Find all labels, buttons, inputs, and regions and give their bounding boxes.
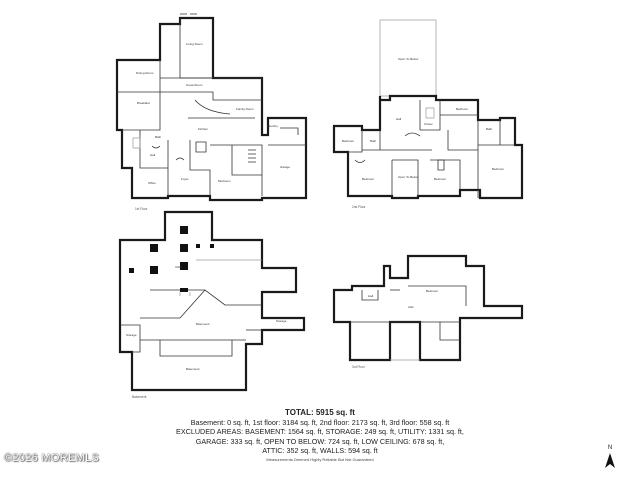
floor-label: 2nd Floor — [352, 205, 366, 209]
excluded-areas-line: ATTIC: 352 sq. ft, WALLS: 594 sq. ft — [262, 446, 378, 456]
room-label: Family Room — [236, 107, 254, 111]
floor-label: 1st Floor — [135, 207, 148, 211]
room-label: Hall — [368, 294, 374, 298]
total-area: TOTAL: 5915 sq. ft — [285, 408, 355, 417]
room-label: Closet — [424, 122, 433, 126]
basement-plan: Utility Basement Storage Storage Basemen… — [118, 210, 306, 399]
structural-column — [180, 262, 188, 270]
structural-column — [150, 244, 158, 252]
room-label: Attic — [408, 305, 414, 309]
structural-column — [150, 266, 158, 274]
room-label: Bedroom — [362, 177, 375, 181]
floor-label: 3rd Floor — [352, 365, 366, 369]
room-label: Bedroom — [492, 167, 505, 171]
second-floor-plan: Open To Below Bedroom Hall Bath Closet B… — [332, 19, 524, 209]
structural-column — [196, 244, 200, 248]
room-label: Bedroom — [426, 289, 439, 293]
room-label: Storage — [276, 319, 287, 323]
north-arrow-icon: N — [605, 445, 615, 468]
room-label: Office — [148, 181, 156, 185]
structural-column — [180, 244, 188, 252]
structural-column — [180, 226, 188, 234]
third-floor-plan: Bedroom Hall Attic 3rd Floor — [332, 254, 524, 369]
disclaimer: Measurements Deemed Highly Reliable But … — [266, 456, 374, 462]
room-label: Kitchen — [198, 127, 208, 131]
area-breakdown-line: Basement: 0 sq. ft, 1st floor: 3184 sq. … — [190, 417, 450, 427]
room-label: Utility — [175, 265, 183, 269]
room-label: Bedroom — [456, 107, 469, 111]
room-label: Garage — [280, 165, 290, 169]
room-label: Open To Below — [398, 175, 419, 179]
structural-column — [129, 268, 134, 273]
room-label: Mudroom — [218, 179, 231, 183]
area-summary: TOTAL: 5915 sq. ft Basement: 0 sq. ft, 1… — [0, 408, 640, 464]
room-label: Foyer — [181, 177, 189, 181]
room-label: Bath — [370, 139, 377, 143]
room-label: Storage — [126, 333, 137, 337]
structural-column — [210, 244, 214, 248]
watermark: ©2026 MOREMLS — [4, 452, 100, 464]
structural-column — [180, 288, 188, 292]
room-label: Laundry — [267, 124, 278, 128]
room-label: Great Room — [186, 83, 203, 87]
room-label: Basement — [186, 367, 200, 371]
room-label: Open To Below — [398, 57, 419, 61]
room-label: Basement — [196, 322, 210, 326]
first-floor-plan: Living Room Dining Room Great Room Famil… — [115, 13, 308, 211]
room-label: Bath — [155, 135, 162, 139]
excluded-areas-line: GARAGE: 333 sq. ft, OPEN TO BELOW: 724 s… — [195, 436, 445, 446]
room-label: Living Room — [186, 42, 203, 46]
floor-plan-diagram: Living Room Dining Room Great Room Famil… — [115, 13, 524, 399]
room-label: Dining Room — [136, 71, 154, 75]
room-label: Breakfast — [137, 101, 150, 105]
room-label: Hall — [150, 153, 156, 157]
room-label: Bedroom — [434, 177, 447, 181]
compass-label: N — [608, 445, 612, 451]
room-label: Hall — [396, 117, 402, 121]
room-label: Bath — [486, 127, 493, 131]
excluded-areas-line: EXCLUDED AREAS: BASEMENT: 1564 sq. ft, S… — [176, 427, 464, 437]
room-label: Bedroom — [342, 139, 355, 143]
floor-label: Basement — [132, 395, 146, 399]
